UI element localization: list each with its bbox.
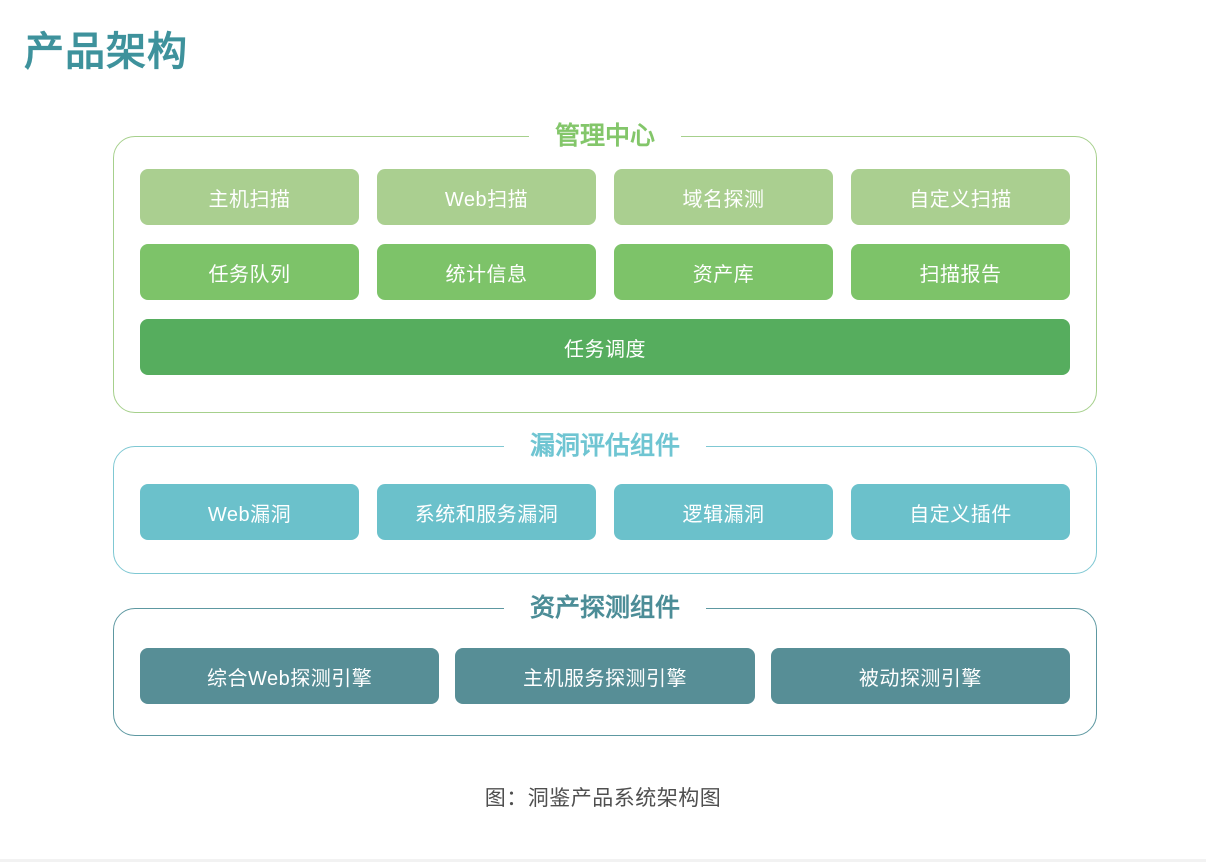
management-grid: 主机扫描 Web扫描 域名探测 自定义扫描 任务队列 统计信息 资产库 扫描报告 <box>140 169 1070 300</box>
section-asset-detection: 资产探测组件 综合Web探测引擎 主机服务探测引擎 被动探测引擎 <box>113 592 1097 736</box>
section-asset-detection-title: 资产探测组件 <box>503 592 707 625</box>
node-passive-detection-engine: 被动探测引擎 <box>770 648 1070 704</box>
node-custom-scan: 自定义扫描 <box>851 169 1070 225</box>
vulnerability-grid: Web漏洞 系统和服务漏洞 逻辑漏洞 自定义插件 <box>140 484 1070 540</box>
node-task-scheduler: 任务调度 <box>140 319 1070 375</box>
node-task-queue: 任务队列 <box>140 244 359 300</box>
node-web-scan: Web扫描 <box>377 169 596 225</box>
node-logic-vulnerability: 逻辑漏洞 <box>614 484 833 540</box>
node-domain-detection: 域名探测 <box>614 169 833 225</box>
node-web-detection-engine: 综合Web探测引擎 <box>140 648 440 704</box>
section-management-center-title: 管理中心 <box>528 120 682 153</box>
node-statistics-info: 统计信息 <box>377 244 596 300</box>
node-web-vulnerability: Web漏洞 <box>140 484 359 540</box>
section-management-center: 管理中心 主机扫描 Web扫描 域名探测 自定义扫描 任务队列 统计信息 资产库… <box>113 120 1097 413</box>
node-host-service-detection-engine: 主机服务探测引擎 <box>455 648 755 704</box>
asset-detection-grid: 综合Web探测引擎 主机服务探测引擎 被动探测引擎 <box>140 648 1070 704</box>
node-custom-plugin: 自定义插件 <box>851 484 1070 540</box>
node-scan-report: 扫描报告 <box>851 244 1070 300</box>
node-system-service-vulnerability: 系统和服务漏洞 <box>377 484 596 540</box>
page-title: 产品架构 <box>24 30 188 74</box>
section-vulnerability-assessment: 漏洞评估组件 Web漏洞 系统和服务漏洞 逻辑漏洞 自定义插件 <box>113 430 1097 574</box>
node-asset-library: 资产库 <box>614 244 833 300</box>
figure-caption: 图：洞鉴产品系统架构图 <box>484 787 722 810</box>
node-host-scan: 主机扫描 <box>140 169 359 225</box>
section-vulnerability-assessment-title: 漏洞评估组件 <box>503 430 707 463</box>
